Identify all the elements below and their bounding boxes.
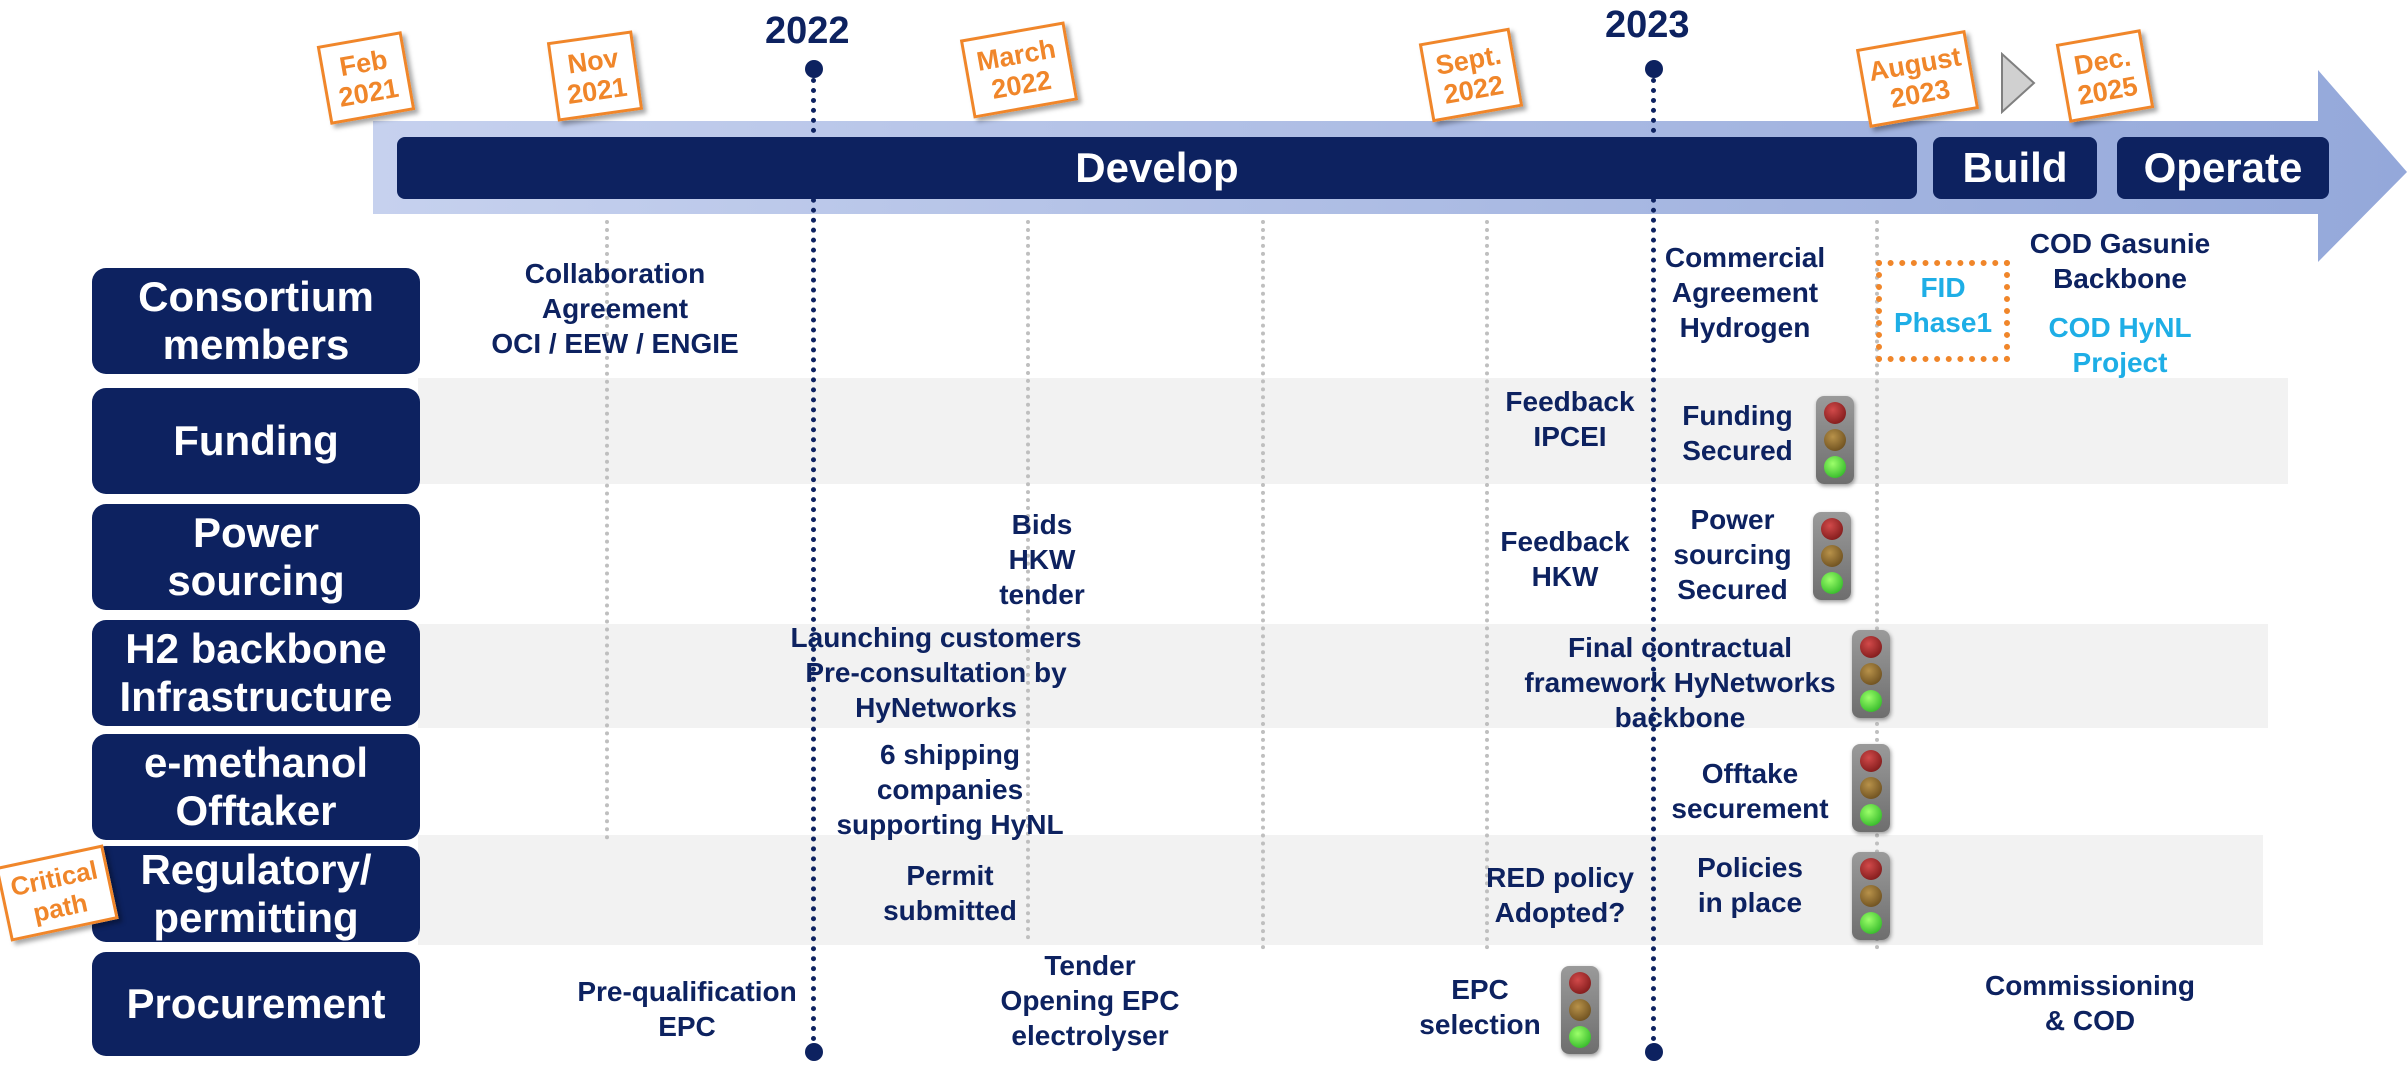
traffic-light-icon	[1852, 630, 1890, 718]
year-label-2022: 2022	[765, 10, 850, 52]
year-line-2023	[1651, 68, 1656, 1052]
traffic-light-icon	[1561, 966, 1599, 1054]
year-line-2022	[811, 68, 816, 1052]
note-policies: Policies in place	[1697, 852, 1803, 918]
year-label-2023: 2023	[1605, 4, 1690, 46]
note-shipping: 6 shipping companies supporting HyNL	[836, 739, 1064, 840]
note-feedback-hkw: Feedback HKW	[1500, 526, 1630, 592]
milestone-feb-2021: Feb 2021	[316, 31, 416, 125]
row-label-emethanol: e-methanol Offtaker	[92, 734, 420, 840]
note-feedback-ipcei: Feedback IPCEI	[1505, 386, 1635, 452]
fid-box	[1876, 260, 2010, 362]
note-tender: Tender Opening EPC electrolyser	[1000, 950, 1180, 1051]
phase-develop: Develop	[397, 137, 1917, 199]
note-cod-gasunie: COD Gasunie Backbone	[2029, 228, 2211, 294]
note-prequalification: Pre-qualification EPC	[577, 976, 797, 1042]
traffic-light-icon	[1852, 744, 1890, 832]
phase-operate: Operate	[2117, 137, 2329, 199]
traffic-light-icon	[1816, 396, 1854, 484]
note-power-secured: Power sourcing Secured	[1673, 504, 1792, 605]
grid-line	[1261, 220, 1265, 950]
year-dot-bottom-2022	[805, 1043, 823, 1061]
grid-line	[1026, 220, 1030, 940]
note-offtake: Offtake securement	[1671, 758, 1829, 824]
traffic-light-icon	[1813, 512, 1851, 600]
milestone-sept-2022: Sept. 2022	[1418, 27, 1524, 123]
note-permit: Permit submitted	[883, 860, 1017, 926]
play-arrow-icon	[2001, 52, 2036, 114]
row-label-power: Power sourcing	[92, 504, 420, 610]
milestone-dec-2025: Dec. 2025	[2055, 29, 2155, 123]
phase-build: Build	[1933, 137, 2097, 199]
note-collaboration: Collaboration Agreement OCI / EEW / ENGI…	[491, 258, 739, 359]
row-label-consortium: Consortium members	[92, 268, 420, 374]
row-stripe-h2	[418, 624, 2268, 728]
grid-line	[1485, 220, 1489, 950]
note-fid-phase1: FID Phase1	[1893, 272, 1993, 338]
note-commercial: Commercial Agreement Hydrogen	[1664, 242, 1826, 343]
note-funding-secured: Funding Secured	[1682, 400, 1793, 466]
grid-line	[605, 220, 609, 840]
grid-line	[1875, 220, 1879, 950]
traffic-light-icon	[1852, 852, 1890, 940]
note-epc-selection: EPC selection	[1419, 974, 1541, 1040]
row-label-procurement: Procurement	[92, 952, 420, 1056]
note-bids: Bids HKW tender	[999, 509, 1085, 610]
row-stripe-funding	[418, 378, 2288, 484]
note-commissioning: Commissioning & COD	[1984, 970, 2195, 1036]
note-cod-hynl: COD HyNL Project	[2048, 312, 2192, 378]
row-label-regulatory: Regulatory/ permitting	[92, 846, 420, 942]
year-dot-top-2023	[1645, 60, 1663, 78]
row-stripe-regulatory	[418, 835, 2263, 945]
row-label-h2-backbone: H2 backbone Infrastructure	[92, 620, 420, 726]
year-dot-top-2022	[805, 60, 823, 78]
note-launching-customers: Launching customers Pre-consultation by …	[790, 622, 1082, 723]
note-red-policy: RED policy Adopted?	[1486, 862, 1634, 928]
milestone-nov-2021: Nov 2021	[546, 30, 644, 122]
row-label-funding: Funding	[92, 388, 420, 494]
note-final-framework: Final contractual framework HyNetworks b…	[1524, 632, 1836, 733]
year-dot-bottom-2023	[1645, 1043, 1663, 1061]
